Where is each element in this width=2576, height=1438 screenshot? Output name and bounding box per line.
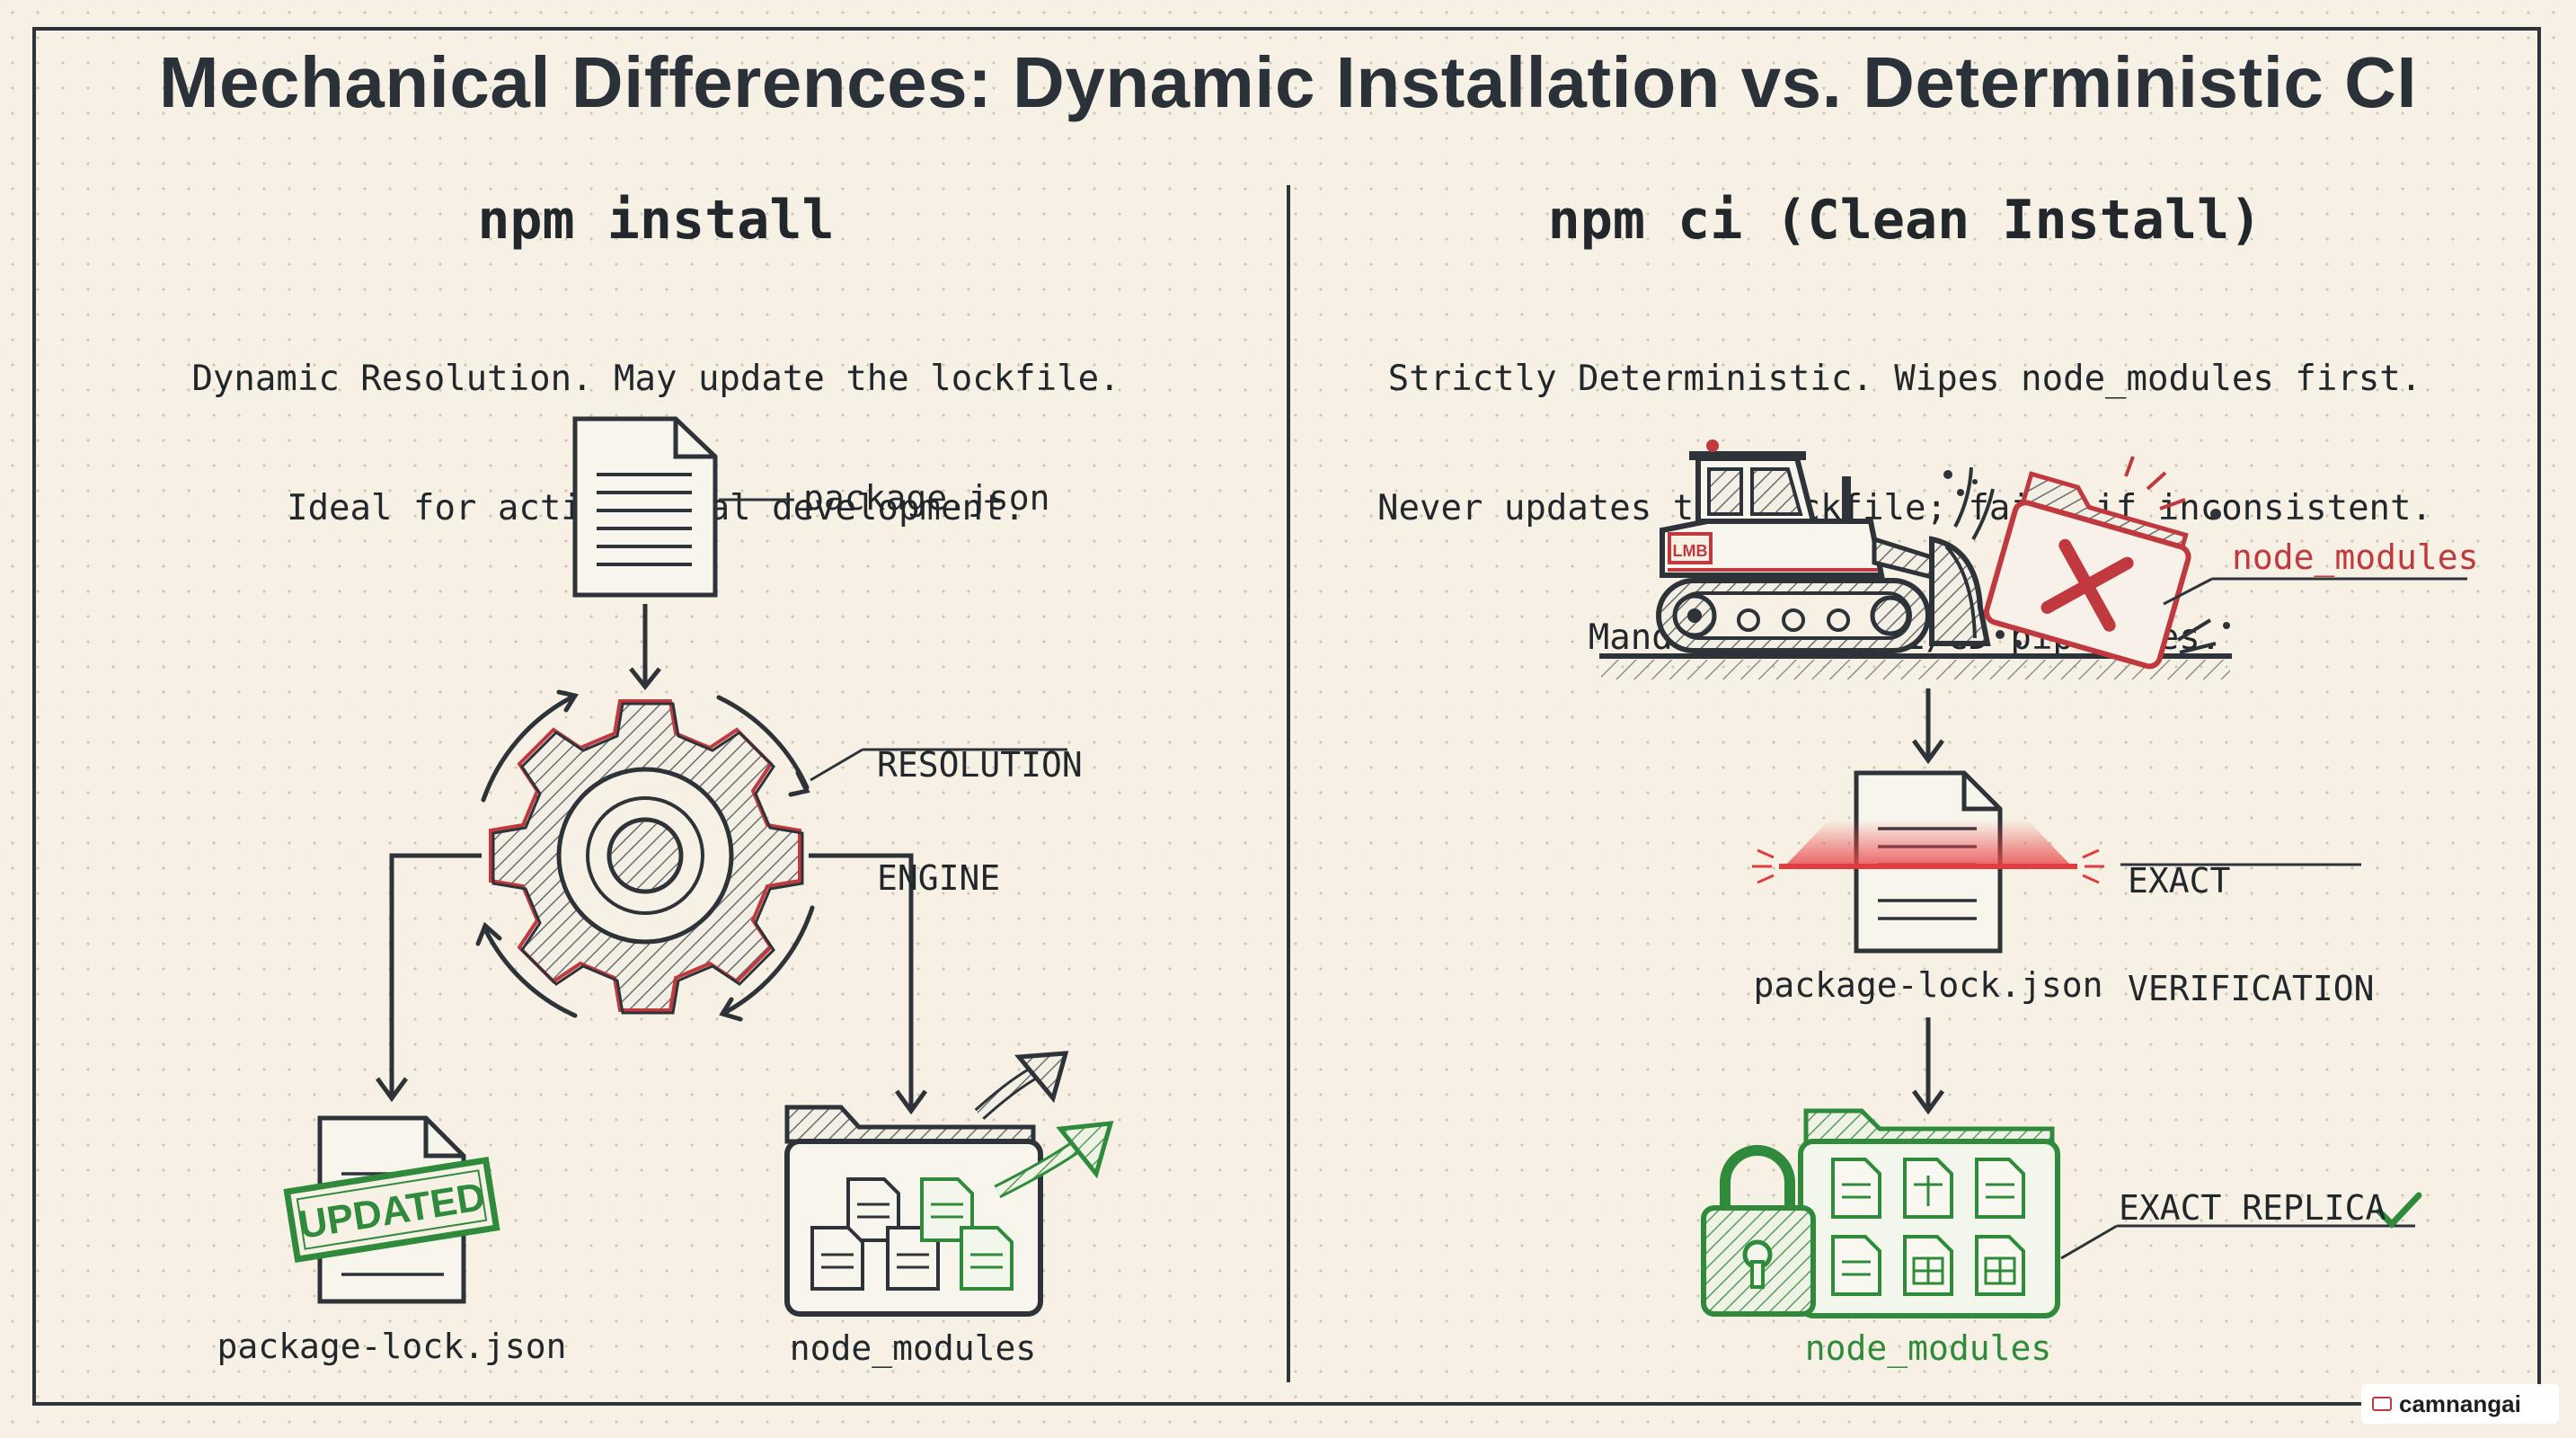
bulldozer-badge: LMB	[1673, 542, 1708, 560]
arrow-down-icon	[629, 604, 661, 691]
locked-replica-folder-icon	[1701, 1108, 2060, 1318]
npm-ci-heading: npm ci (Clean Install)	[1547, 189, 2262, 252]
exact-verification-label-line: VERIFICATION	[2128, 969, 2375, 1008]
resolution-engine-label: RESOLUTION ENGINE	[877, 670, 1083, 935]
arrow-down-icon	[1911, 1017, 1945, 1115]
checkmark-icon	[2376, 1192, 2422, 1229]
package-json-label: package.json	[803, 478, 1050, 518]
update-arrow-icon	[974, 1051, 1114, 1199]
watermark: camnangai	[2361, 1384, 2559, 1424]
panel-divider	[1287, 185, 1290, 1382]
exact-verification-label: EXACT VERIFICATION	[2128, 791, 2375, 1043]
bulldozer-icon: LMB	[1656, 439, 1991, 653]
diagram-frame	[32, 27, 2541, 1406]
wiped-node-modules-label: node_modules	[2232, 537, 2479, 577]
lockfile-scan-icon	[1752, 770, 2104, 954]
rotation-arrows-icon	[475, 689, 815, 1022]
package-json-icon	[572, 416, 718, 598]
branch-arrow-left	[375, 853, 482, 1103]
npm-ci-description-line: Strictly Deterministic. Wipes node_modul…	[1387, 359, 2422, 399]
resolution-engine-label-line: ENGINE	[877, 858, 1001, 898]
burst-lines	[2124, 456, 2186, 510]
node-modules-folder-icon	[784, 1105, 1043, 1317]
package-lock-updated-icon: UPDATED	[283, 1115, 500, 1304]
gear-icon	[489, 699, 804, 1015]
npm-install-description: Dynamic Resolution. May update the lockf…	[117, 271, 1195, 573]
exact-replica-label: EXACT REPLICA	[2119, 1188, 2386, 1228]
wiped-node-modules-folder-icon	[1983, 471, 2191, 670]
npm-install-description-line: Dynamic Resolution. May update the lockf…	[191, 359, 1120, 399]
npm-install-description-line: Ideal for active local development.	[287, 488, 1025, 528]
exact-verification-label-line: EXACT	[2128, 861, 2231, 901]
package-lock-label: package-lock.json	[217, 1327, 567, 1366]
diagram-title: Mechanical Differences: Dynamic Installa…	[158, 42, 2418, 122]
watermark-logo-icon	[2372, 1397, 2392, 1411]
replica-node-modules-label: node_modules	[1804, 1328, 2052, 1368]
npm-install-heading: npm install	[477, 189, 835, 252]
impact-lines	[1953, 466, 2217, 654]
package-lock-verified-label: package-lock.json	[1753, 965, 2103, 1005]
branch-arrow-right	[809, 853, 928, 1115]
arrow-down-icon	[1911, 688, 1945, 765]
resolution-engine-label-line: RESOLUTION	[877, 745, 1083, 785]
watermark-text: camnangai	[2399, 1389, 2521, 1417]
node-modules-label: node_modules	[789, 1328, 1037, 1368]
